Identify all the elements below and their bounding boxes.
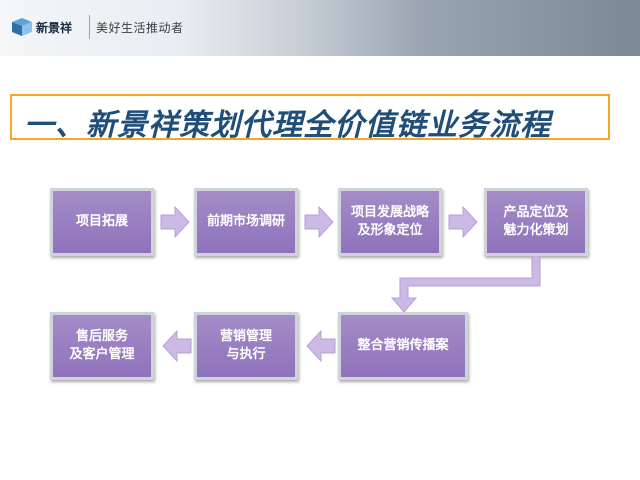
header-slogan: 美好生活推动者 [96,21,184,35]
flow-step-label: 整合营销传播案 [357,338,449,353]
flow-step-1: 项目拓展 [50,188,154,256]
flow-step-label: 营销管理 与执行 [219,329,272,362]
flow-step-label: 项目拓展 [75,214,128,229]
title-box: 一、新景祥策划代理全价值链业务流程 [10,94,610,143]
flow-step-6: 营销管理 与执行 [194,312,298,380]
right-arrow-icon [448,206,478,238]
left-arrow-icon [306,330,336,362]
logo-text: 新景祥 [36,20,72,35]
right-arrow-icon [304,206,334,238]
page-title: 一、新景祥策划代理全价值链业务流程 [24,108,551,143]
flow-step-4: 产品定位及 魅力化策划 [484,188,588,256]
flow-step-7: 售后服务 及客户管理 [50,312,154,380]
flow-step-label: 项目发展战略 及形象定位 [350,205,429,238]
flow-step-label: 产品定位及 魅力化策划 [503,205,569,238]
bend-arrow-icon [390,256,541,313]
flow-step-label: 前期市场调研 [206,214,285,229]
header-band: 新景祥 美好生活推动者 [0,0,640,56]
flow-step-2: 前期市场调研 [194,188,298,256]
left-arrow-icon [162,330,192,362]
right-arrow-icon [160,206,190,238]
flow-step-5: 整合营销传播案 [338,312,468,380]
flow-step-3: 项目发展战略 及形象定位 [338,188,442,256]
logo-icon: 新景祥 [12,18,72,36]
logo-divider [89,15,90,39]
flow-step-label: 售后服务 及客户管理 [69,329,135,362]
